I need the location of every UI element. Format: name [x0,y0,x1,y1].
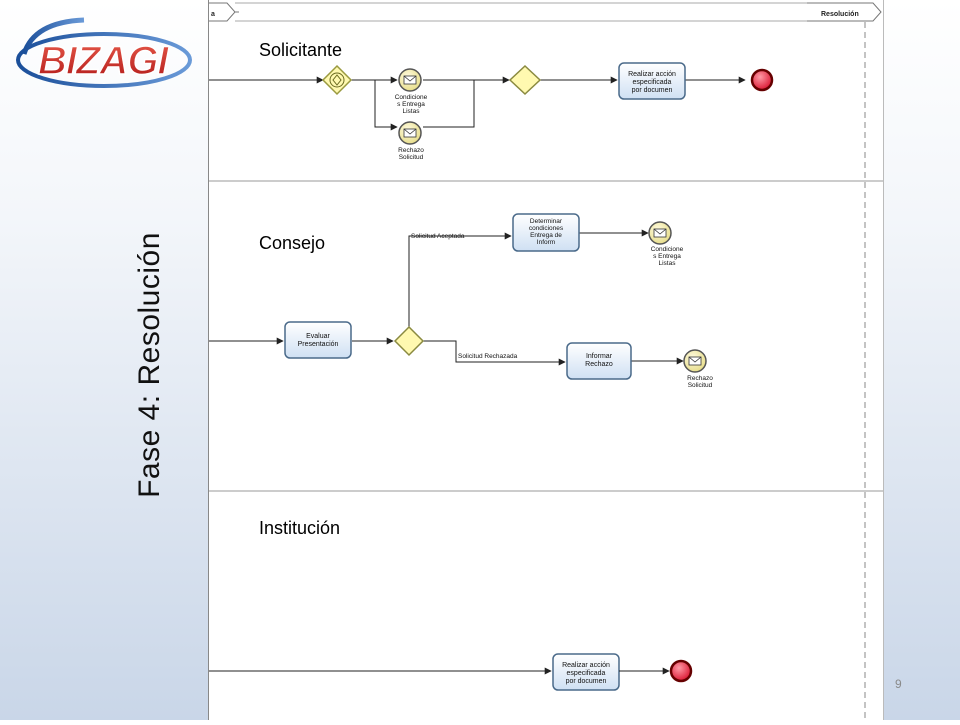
label-condiciones-mid-1: Condicione [651,246,684,253]
task-realizar-bottom-l3: por documen [566,678,607,685]
exclusive-gateway-top [508,64,542,96]
message-event-condiciones [398,68,422,92]
flow-label-rechazada: Solicitud Rechazada [458,353,518,360]
label-rechazo-mid-2: Solicitud [688,382,713,389]
label-rechazo-top-1: Rechazo [398,147,424,154]
task-determinar-l3: Entrega de [530,232,562,239]
lane-label-solicitante: Solicitante [259,40,343,60]
task-evaluar-l2: Presentación [298,341,339,348]
task-informar-l1: Informar [586,353,613,360]
task-realizar-bottom [552,653,620,691]
task-evaluar [284,321,352,359]
message-event-rechazo-mid [683,349,707,373]
end-event-bottom [669,659,693,683]
header-right-label: Resolución [821,11,859,18]
bizagi-logo: BIZAGI [16,17,192,88]
label-condiciones-top-1: Condicione [395,94,428,101]
task-realizar-top-l2: especificada [633,79,672,86]
task-realizar-top-l1: Realizar acción [628,71,676,78]
label-rechazo-mid-1: Rechazo [687,375,713,382]
lane-solicitante-flows [209,76,746,131]
task-realizar-bottom-l2: especificada [567,670,606,677]
task-informar [566,342,632,380]
task-evaluar-l1: Evaluar [306,333,330,340]
flow-label-aceptada: Solicitud Aceptada [411,233,465,240]
lane-label-institucion: Institución [259,518,341,538]
exclusive-gateway-mid [393,325,425,357]
end-event-top [750,68,774,92]
event-gateway [321,64,353,96]
task-realizar-top-l3: por documen [632,87,673,94]
diagram-panel: a Resolución Condicion [208,0,884,720]
message-event-rechazo [398,121,422,145]
label-condiciones-top-2: s Entrega [397,101,425,108]
task-determinar-l2: condiciones [529,225,564,232]
task-informar-l2: Rechazo [585,361,613,368]
task-determinar-l1: Determinar [530,218,563,225]
page-number: 9 [895,677,902,691]
svg-text:BIZAGI: BIZAGI [38,39,169,83]
label-condiciones-mid-3: Listas [659,260,677,267]
task-realizar-bottom-l1: Realizar acción [562,662,610,669]
label-condiciones-mid-2: s Entrega [653,253,681,260]
task-realizar-top [618,62,686,100]
bpmn-diagram: a Resolución Condicion [209,2,883,720]
label-condiciones-top-3: Listas [403,108,421,115]
pool-header: a Resolución [209,2,882,22]
task-determinar [512,213,580,252]
lane-label-consejo: Consejo [259,233,326,253]
header-left-fragment: a [211,11,215,18]
label-rechazo-top-2: Solicitud [399,154,424,161]
slide-title: Fase 4: Resolución [133,232,166,498]
lane-consejo-flows [209,229,684,366]
message-event-condiciones-mid [648,221,672,245]
task-determinar-l4: Inform [537,239,555,246]
